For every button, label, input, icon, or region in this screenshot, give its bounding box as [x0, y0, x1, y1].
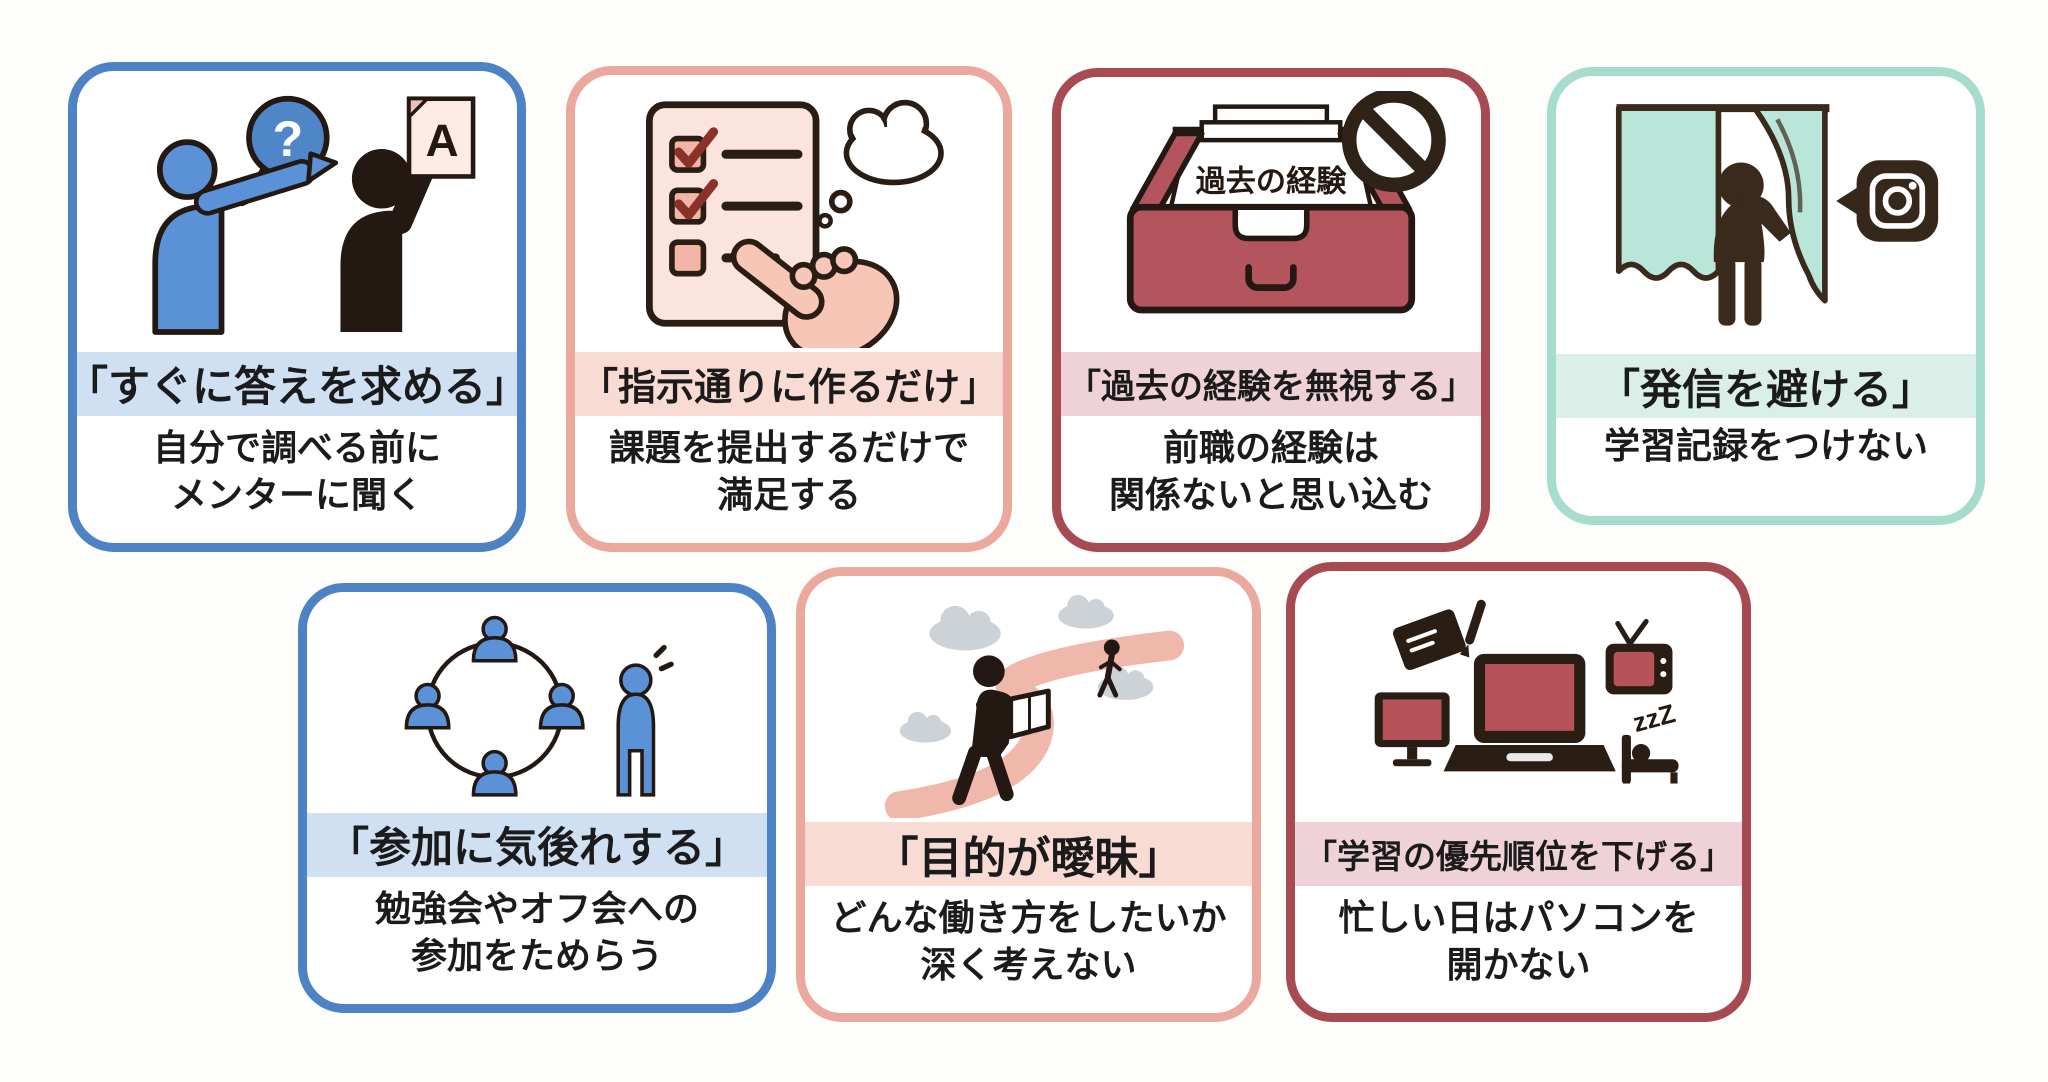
- subtitle-line: 関係ないと思い込む: [1108, 474, 1433, 516]
- card-title: 「過去の経験を無視する」: [1067, 368, 1475, 407]
- card-title-band: 「目的が曖昧」: [805, 821, 1252, 886]
- qa-people-icon: ? A: [152, 95, 476, 335]
- subtitle-line: 開かない: [1446, 944, 1591, 986]
- card-subtitle: 学習記録をつけない: [1556, 418, 1976, 516]
- card-subtitle: 前職の経験は 関係ないと思い込む: [1061, 416, 1481, 543]
- card-icon-area: zzZ: [1295, 571, 1742, 822]
- card-title: 「すぐに答えを求める」: [68, 363, 526, 411]
- card-title: 「発信を避ける」: [1597, 365, 1934, 413]
- monitor-icon: [1374, 692, 1450, 767]
- checklist-hand-icon: [646, 99, 944, 348]
- card-icon-area: [307, 592, 767, 813]
- subtitle-line: 勉強会やオフ会への: [374, 887, 699, 929]
- card-deprioritize-learning: zzZ 「学習の優先順位を下げる」 忙しい日はパソコンを 開かない: [1286, 562, 1751, 1022]
- pen-icon: [1459, 599, 1486, 658]
- card-title-band: 「すぐに答えを求める」: [77, 351, 517, 416]
- card-icon-area: ? A: [77, 71, 517, 352]
- subtitle-line: どんな働き方をしたいか: [830, 896, 1227, 938]
- book-icon: [1392, 609, 1466, 671]
- group-circle-icon: [404, 615, 674, 797]
- card-subtitle: 忙しい日はパソコンを 開かない: [1295, 886, 1742, 1013]
- subtitle-line: 忙しい日はパソコンを: [1338, 896, 1699, 938]
- card-title: 「指示通りに作るだけ」: [579, 367, 998, 410]
- card-subtitle: 課題を提出するだけで 満足する: [575, 416, 1003, 543]
- card-title-band: 「学習の優先順位を下げる」: [1295, 821, 1742, 886]
- card-title-band: 「過去の経験を無視する」: [1061, 351, 1481, 416]
- drawer-label: 過去の経験: [1196, 165, 1348, 199]
- past-experience-drawer-icon: 過去の経験: [1126, 91, 1446, 314]
- bed-icon: [1621, 734, 1679, 784]
- sleep-zzz-label: zzZ: [1630, 698, 1679, 738]
- card-title-band: 「参加に気後れする」: [307, 812, 767, 877]
- subtitle-line: 満足する: [716, 474, 861, 516]
- answer-letter-label: A: [426, 115, 459, 166]
- subtitle-line: メンターに聞く: [170, 474, 423, 516]
- card-title: 「参加に気後れする」: [326, 824, 747, 872]
- card-subtitle: 勉強会やオフ会への 参加をためらう: [307, 877, 767, 1004]
- card-icon-area: [1556, 76, 1976, 354]
- winding-path-icon: [884, 594, 1185, 818]
- subtitle-line: 課題を提出するだけで: [608, 426, 969, 468]
- subtitle-line: 学習記録をつけない: [1603, 425, 1928, 467]
- card-icon-area: [805, 576, 1252, 822]
- subtitle-line: 前職の経験は: [1162, 426, 1379, 468]
- card-subtitle: 自分で調べる前に メンターに聞く: [77, 416, 517, 543]
- subtitle-line: 参加をためらう: [410, 935, 663, 977]
- devices-distractions-icon: zzZ: [1374, 599, 1679, 784]
- tv-icon: [1605, 618, 1673, 695]
- card-title-band: 「指示通りに作るだけ」: [575, 351, 1003, 416]
- card-title-band: 「発信を避ける」: [1556, 354, 1976, 419]
- card-icon-area: [575, 75, 1003, 352]
- card-ignore-past-experience: 過去の経験 「過去の経験を無視する」 前職の経験は 関係ないと思い込む: [1052, 68, 1490, 552]
- subtitle-line: 自分で調べる前に: [152, 426, 441, 468]
- card-icon-area: 過去の経験: [1061, 77, 1481, 352]
- card-avoid-sharing: 「発信を避ける」 学習記録をつけない: [1547, 67, 1985, 525]
- card-ask-immediately: ? A 「すぐに答えを求める」 自分で調べる前に メンターに聞く: [68, 62, 526, 552]
- card-title: 「学習の優先順位を下げる」: [1304, 837, 1733, 875]
- question-mark-label: ?: [272, 110, 303, 167]
- card-title: 「目的が曖昧」: [874, 833, 1183, 883]
- card-vague-purpose: 「目的が曖昧」 どんな働き方をしたいか 深く考えない: [796, 567, 1261, 1022]
- card-subtitle: どんな働き方をしたいか 深く考えない: [805, 886, 1252, 1013]
- hide-behind-curtain-icon: [1615, 104, 1939, 326]
- card-follow-instructions-only: 「指示通りに作るだけ」 課題を提出するだけで 満足する: [566, 66, 1012, 552]
- subtitle-line: 深く考えない: [920, 944, 1137, 986]
- card-hesitate-to-join: 「参加に気後れする」 勉強会やオフ会への 参加をためらう: [298, 583, 776, 1013]
- laptop-icon: [1443, 653, 1616, 772]
